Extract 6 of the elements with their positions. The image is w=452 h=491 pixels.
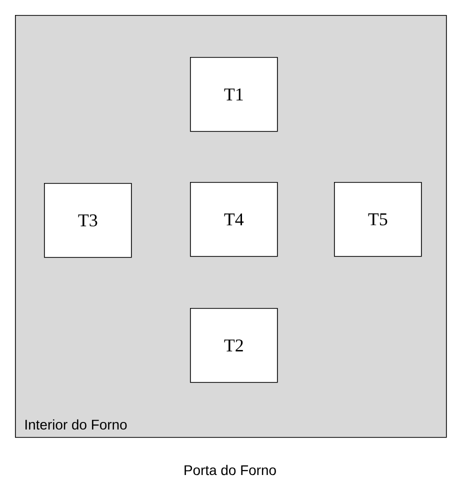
sensor-box: T5 xyxy=(334,182,422,257)
sensor-box: T4 xyxy=(190,182,278,257)
sensor-box: T2 xyxy=(190,308,278,383)
sensor-box: T3 xyxy=(44,183,132,258)
door-label: Porta do Forno xyxy=(184,464,276,476)
sensor-box: T1 xyxy=(190,57,278,132)
